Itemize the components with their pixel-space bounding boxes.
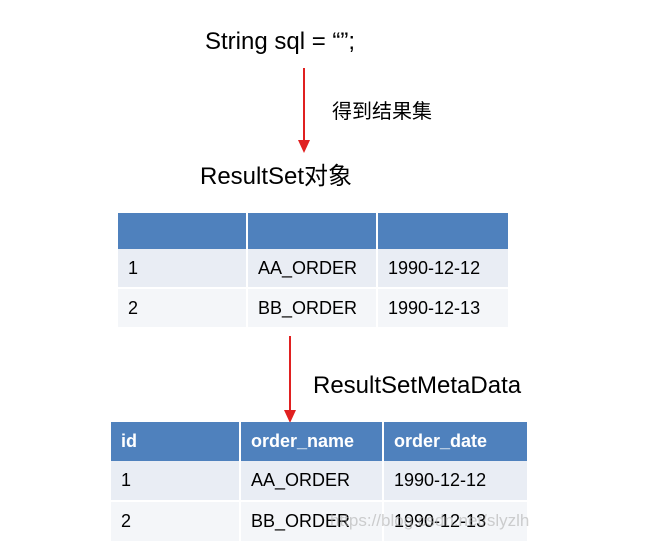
metadata-title: ResultSetMetaData <box>313 372 522 399</box>
table-header-row: id order_name order_date <box>111 422 527 461</box>
order-date-cell: 1990-12-12 <box>378 249 508 289</box>
order-name-cell: BB_ORDER <box>248 289 378 327</box>
table-header-row <box>118 213 508 249</box>
metadata-table: id order_name order_date 1 AA_ORDER 1990… <box>111 422 527 541</box>
arrow-to-metadata <box>284 336 296 423</box>
watermark: https://blog.csdn.net/slyzlh <box>330 511 530 530</box>
order-date-cell: 1990-12-13 <box>384 502 527 541</box>
arrow-to-resultset <box>298 68 310 153</box>
order-name-cell: AA_ORDER <box>241 461 384 502</box>
resultset-title: ResultSet对象 <box>200 163 353 190</box>
table-row: 1 AA_ORDER 1990-12-12 <box>118 249 508 289</box>
get-resultset-label: 得到结果集 <box>332 99 432 123</box>
table-row: 1 AA_ORDER 1990-12-12 <box>111 461 527 502</box>
order-date-cell: 1990-12-12 <box>384 461 527 502</box>
column-header-id: id <box>111 422 241 461</box>
column-header <box>118 213 248 249</box>
id-cell: 1 <box>111 461 241 502</box>
id-cell: 2 <box>118 289 248 327</box>
order-date-cell: 1990-12-13 <box>378 289 508 327</box>
sql-code-line: String sql = “”; <box>205 28 356 55</box>
column-header <box>248 213 378 249</box>
id-cell: 1 <box>118 249 248 289</box>
order-name-cell: BB_ORDER <box>241 502 384 541</box>
resultset-table: 1 AA_ORDER 1990-12-12 2 BB_ORDER 1990-12… <box>118 213 508 327</box>
id-cell: 2 <box>111 502 241 541</box>
column-header-order-name: order_name <box>241 422 384 461</box>
column-header <box>378 213 508 249</box>
table-row: 2 BB_ORDER 1990-12-13 <box>118 289 508 327</box>
table-row: 2 BB_ORDER 1990-12-13 <box>111 502 527 541</box>
order-name-cell: AA_ORDER <box>248 249 378 289</box>
column-header-order-date: order_date <box>384 422 527 461</box>
